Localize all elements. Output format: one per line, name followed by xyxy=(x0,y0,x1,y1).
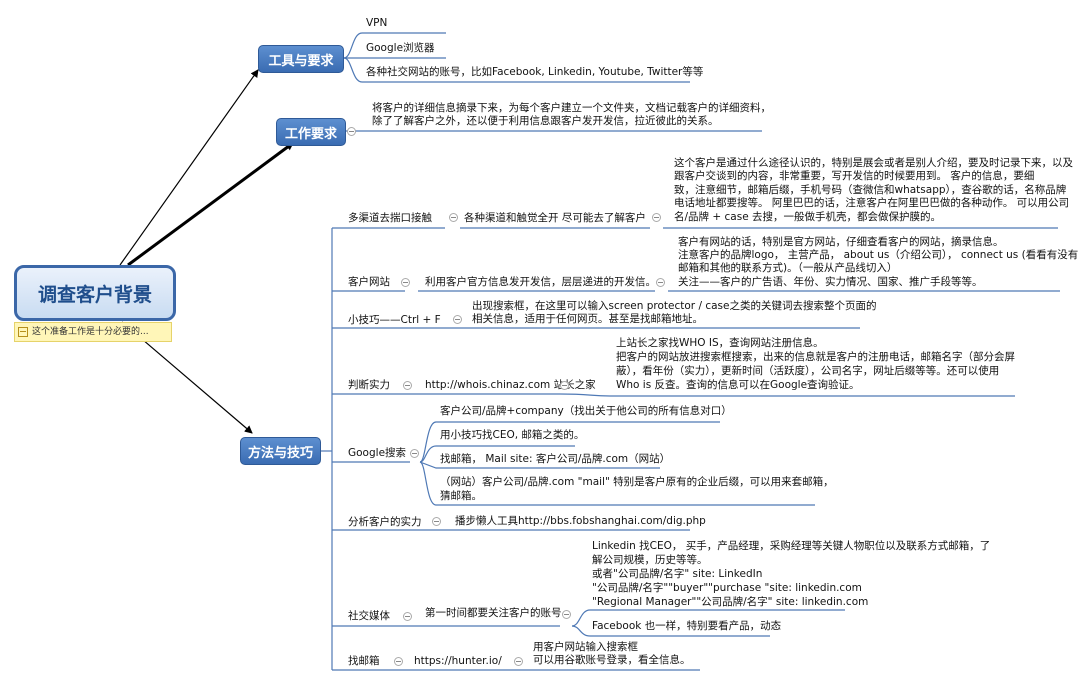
google-item-1[interactable]: 客户公司/品牌+company（找出关于他公司的所有信息对口） xyxy=(440,405,732,417)
multi-line-4: 电话地址都要搜等。 阿里巴巴的话，注意客户在阿里巴巴做的各种动作。 可以用公司 xyxy=(674,197,1070,209)
multi-line-2: 跟客户交谈到的内容，非常重要，写开发信的时候要用到。 客户的信息，要细 xyxy=(674,170,1035,182)
central-topic[interactable]: 调查客户背景 xyxy=(14,265,176,321)
collapse-work-icon[interactable] xyxy=(347,127,356,136)
strength-sub[interactable]: http://whois.chinaz.com 站长之家 xyxy=(425,379,596,391)
collapse-social-sub-icon[interactable] xyxy=(562,610,571,619)
tools-item-vpn[interactable]: VPN xyxy=(366,17,388,29)
email-line-1: 用客户网站输入搜索框 xyxy=(533,641,638,653)
multi-line-3: 致，注意细节，邮箱后缀，手机号码（查微信和whatsapp），查谷歌的话，名称品… xyxy=(674,184,1067,196)
collapse-multi-sub-icon[interactable] xyxy=(652,213,661,222)
multi-channel-sub[interactable]: 各种渠道和触觉全开 尽可能去了解客户 xyxy=(464,212,646,224)
linkedin-line-5: "Regional Manager""公司品牌/名字" site: linked… xyxy=(592,596,869,608)
tip-line-1: 出现搜索框，在这里可以输入screen protector / case之类的关… xyxy=(472,300,877,312)
topic-tools-label: 工具与要求 xyxy=(268,53,334,69)
website-line-1: 客户有网站的话，特别是官方网站，仔细查看客户的网站，摘录信息。 xyxy=(678,236,1004,248)
multi-line-5: 名/品牌 + case 去搜，一般做手机壳，都会做保护膜的。 xyxy=(674,211,941,223)
google-item-3[interactable]: 找邮箱， Mail site: 客户公司/品牌.com（网站） xyxy=(440,453,671,465)
linkedin-line-1: Linkedin 找CEO， 买手，产品经理，采购经理等关键人物职位以及联系方式… xyxy=(592,540,991,552)
strength-line-4: Who is 反查。查询的信息可以在Google查询验证。 xyxy=(616,379,860,391)
tools-item-social-accounts[interactable]: 各种社交网站的账号，比如Facebook, Linkedin, Youtube,… xyxy=(366,66,704,78)
topic-work[interactable]: 工作要求 xyxy=(276,118,346,146)
strength-line-3: 蔽），看年份（实力），更新时间（活跃度），公司名字，网址后缀等等。还可以使用 xyxy=(616,365,1000,377)
website-line-4: 关注——客户的广告语、年份、实力情况、国家、推广手段等等。 xyxy=(678,276,983,288)
social-sub[interactable]: 第一时间都要关注客户的账号 xyxy=(425,607,562,619)
google-item-2[interactable]: 用小技巧找CEO, 邮箱之类的。 xyxy=(440,429,585,441)
collapse-strength-icon[interactable] xyxy=(403,381,412,390)
email-sub[interactable]: https://hunter.io/ xyxy=(414,655,502,667)
central-note[interactable]: 这个准备工作是十分必要的... xyxy=(14,322,172,342)
note-collapse-icon[interactable] xyxy=(18,326,28,337)
topic-methods[interactable]: 方法与技巧 xyxy=(240,437,321,465)
tip-line-2: 相关信息，适用于任何网页。甚至是找邮箱地址。 xyxy=(472,313,703,325)
analyze-label[interactable]: 分析客户的实力 xyxy=(348,516,422,528)
topic-work-label: 工作要求 xyxy=(284,126,337,142)
linkedin-line-3: 或者"公司品牌/名字" site: LinkedIn xyxy=(592,568,763,580)
website-sub[interactable]: 利用客户官方信息发开发信，层层递进的开发信。 xyxy=(425,276,656,288)
strength-line-1: 上站长之家找WHO IS，查询网站注册信息。 xyxy=(616,337,824,349)
arrow-to-tools xyxy=(119,69,259,266)
email-label[interactable]: 找邮箱 xyxy=(348,655,380,667)
google-item-4-line-2[interactable]: 猜邮箱。 xyxy=(440,490,482,502)
collapse-website-icon[interactable] xyxy=(401,278,410,287)
tools-item-browser[interactable]: Google浏览器 xyxy=(366,42,435,54)
arrow-to-work xyxy=(127,141,294,267)
collapse-social-icon[interactable] xyxy=(403,612,412,621)
facebook-item[interactable]: Facebook 也一样，特别要看产品，动态 xyxy=(592,620,782,632)
website-label[interactable]: 客户网站 xyxy=(348,276,390,288)
topic-tools[interactable]: 工具与要求 xyxy=(258,45,344,73)
collapse-website-sub-icon[interactable] xyxy=(656,278,665,287)
note-text: 这个准备工作是十分必要的... xyxy=(32,327,149,337)
email-line-2: 可以用谷歌账号登录，看全信息。 xyxy=(533,654,691,666)
social-label[interactable]: 社交媒体 xyxy=(348,610,390,622)
multi-channel-label[interactable]: 多渠道去揣口接触 xyxy=(348,212,432,224)
tip-label[interactable]: 小技巧——Ctrl + F xyxy=(348,314,441,326)
collapse-strength-sub-icon[interactable] xyxy=(560,381,569,390)
central-topic-label: 调查客户背景 xyxy=(37,283,152,306)
website-line-2: 注意客户的品牌logo， 主营产品， about us（介绍公司）， conne… xyxy=(678,249,1079,261)
collapse-google-icon[interactable] xyxy=(410,449,419,458)
collapse-tip-icon[interactable] xyxy=(453,315,462,324)
collapse-email-icon[interactable] xyxy=(394,657,403,666)
work-line-1: 将客户的详细信息摘录下来，为每个客户建立一个文件夹，文档记载客户的详细资料， xyxy=(372,102,771,114)
linkedin-line-4: "公司品牌/名字""buyer""purchase "site: linkedi… xyxy=(592,582,862,594)
linkedin-line-2: 解公司规模，历史等等。 xyxy=(592,554,708,566)
collapse-multi-icon[interactable] xyxy=(449,213,458,222)
google-item-4-line-1[interactable]: （网站）客户公司/品牌.com "mail" 特别是客户原有的企业后缀，可以用来… xyxy=(440,476,834,488)
analyze-sub[interactable]: 播步懒人工具http://bbs.fobshanghai.com/dig.php xyxy=(455,515,706,527)
multi-line-1: 这个客户是通过什么途径认识的，特别是展会或者是别人介绍，要及时记录下来，以及 xyxy=(674,157,1073,169)
topic-methods-label: 方法与技巧 xyxy=(247,445,313,461)
google-search-label[interactable]: Google搜索 xyxy=(348,447,407,459)
collapse-email-sub-icon[interactable] xyxy=(514,657,523,666)
strength-line-2: 把客户的网站放进搜索框搜索，出来的信息就是客户的注册电话，邮箱名字（部分会屏 xyxy=(616,351,1015,363)
website-line-3: 邮箱和其他的联系方式)。（一般从产品线切入） xyxy=(678,262,898,274)
work-line-2: 除了了解客户之外，还以便于利用信息跟客户发开发信，拉近彼此的关系。 xyxy=(372,115,719,127)
collapse-analyze-icon[interactable] xyxy=(432,517,441,526)
strength-label[interactable]: 判断实力 xyxy=(348,379,390,391)
